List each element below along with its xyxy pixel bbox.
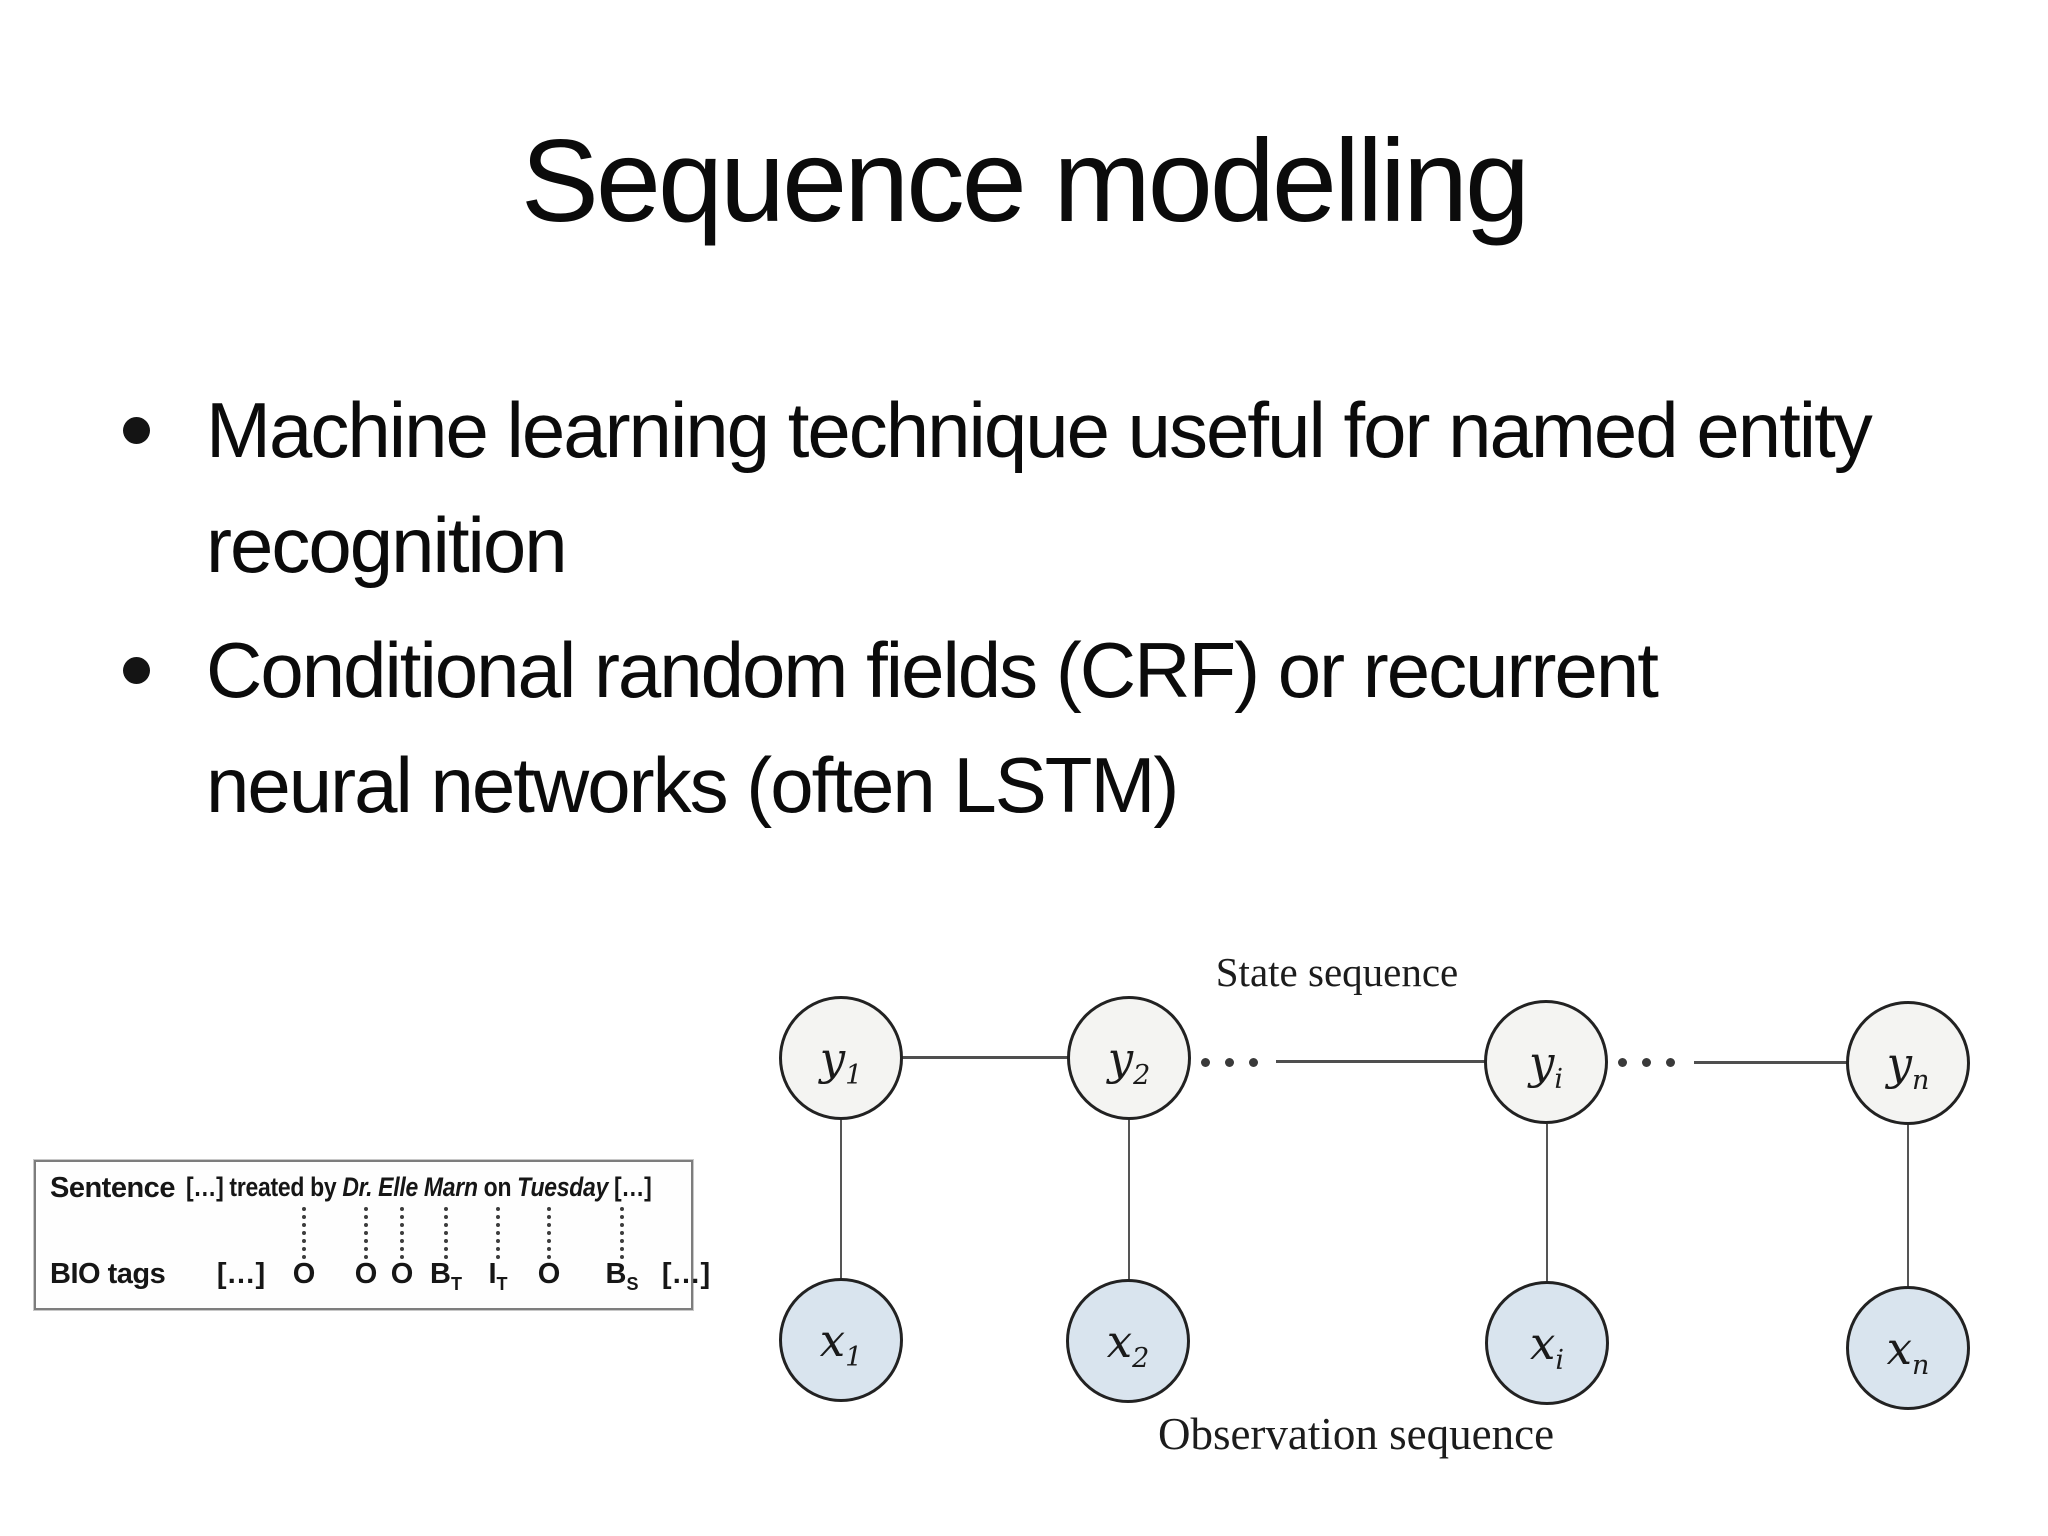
bullet-item: Machine learning technique useful for na… bbox=[118, 373, 1878, 603]
ellipsis-dots-icon bbox=[1618, 1058, 1675, 1067]
node-label: xi bbox=[1529, 1316, 1565, 1376]
edge-y2-x2 bbox=[1128, 1120, 1130, 1281]
token-tag-connector bbox=[302, 1207, 306, 1259]
bullet-item: Conditional random fields (CRF) or recur… bbox=[118, 613, 1878, 843]
observation-node-xn: xn bbox=[1846, 1286, 1970, 1410]
bio-tag: […] bbox=[661, 1258, 711, 1290]
bio-tag: IT bbox=[488, 1258, 508, 1294]
bio-tag: O bbox=[390, 1258, 414, 1290]
bullet-dot-icon bbox=[123, 417, 150, 444]
sentence-token: Elle bbox=[378, 1172, 418, 1202]
ellipsis-dots-icon bbox=[1201, 1058, 1258, 1067]
sentence-token: by bbox=[310, 1172, 337, 1202]
observation-node-xi: xi bbox=[1485, 1281, 1609, 1405]
node-label: x2 bbox=[1106, 1314, 1150, 1374]
bullet-list: Machine learning technique useful for na… bbox=[118, 373, 1878, 843]
edge-y1-x1 bbox=[840, 1120, 842, 1280]
sentence-token: […] bbox=[186, 1172, 224, 1202]
observation-node-x1: x1 bbox=[779, 1278, 903, 1402]
bullet-text: Conditional random fields (CRF) or recur… bbox=[206, 626, 1659, 829]
edge-y1-y2 bbox=[900, 1056, 1070, 1059]
sentence-row-label: Sentence bbox=[50, 1172, 175, 1204]
token-tag-connector bbox=[400, 1207, 404, 1259]
page-title: Sequence modelling bbox=[520, 115, 1530, 246]
token-tag-connector bbox=[444, 1207, 448, 1259]
node-label: y1 bbox=[819, 1031, 863, 1091]
state-node-yi: yi bbox=[1484, 1000, 1608, 1124]
node-label: yn bbox=[1886, 1036, 1930, 1096]
sentence-token: Dr. bbox=[342, 1172, 373, 1202]
state-sequence-label: State sequence bbox=[1215, 949, 1459, 995]
token-tag-connector bbox=[364, 1207, 368, 1259]
observation-node-x2: x2 bbox=[1066, 1279, 1190, 1403]
bio-tag: O bbox=[354, 1258, 378, 1290]
sentence-token: on bbox=[483, 1172, 512, 1202]
node-label: yi bbox=[1528, 1035, 1564, 1095]
state-node-yn: yn bbox=[1846, 1001, 1970, 1125]
edge-yi-xi bbox=[1546, 1124, 1548, 1283]
state-node-y2: y2 bbox=[1067, 996, 1191, 1120]
state-node-y1: y1 bbox=[779, 996, 903, 1120]
sentence-token: Marn bbox=[423, 1172, 478, 1202]
bullet-dot-icon bbox=[123, 657, 150, 684]
edge-yn-xn bbox=[1907, 1125, 1909, 1288]
bio-tag: BT bbox=[430, 1258, 462, 1294]
edge-dots-yn bbox=[1694, 1061, 1849, 1064]
token-tag-connector bbox=[496, 1207, 500, 1259]
sentence-token: […] bbox=[614, 1172, 652, 1202]
token-tag-connector bbox=[620, 1207, 624, 1259]
bio-tag: O bbox=[537, 1258, 561, 1290]
bio-tags-row-label: BIO tags bbox=[50, 1258, 166, 1290]
bio-tag: […] bbox=[216, 1258, 266, 1290]
bullet-text: Machine learning technique useful for na… bbox=[206, 386, 1873, 589]
node-label: x1 bbox=[819, 1313, 863, 1373]
sentence-token: treated bbox=[229, 1172, 305, 1202]
token-tag-connector bbox=[547, 1207, 551, 1259]
bio-tag: BS bbox=[605, 1258, 639, 1294]
node-label: xn bbox=[1886, 1321, 1930, 1381]
node-label: y2 bbox=[1107, 1031, 1151, 1091]
bio-tag: O bbox=[292, 1258, 316, 1290]
edge-dots-yi bbox=[1276, 1060, 1486, 1063]
observation-sequence-label: Observation sequence bbox=[1157, 1409, 1555, 1459]
sentence-token: Tuesday bbox=[517, 1172, 609, 1202]
